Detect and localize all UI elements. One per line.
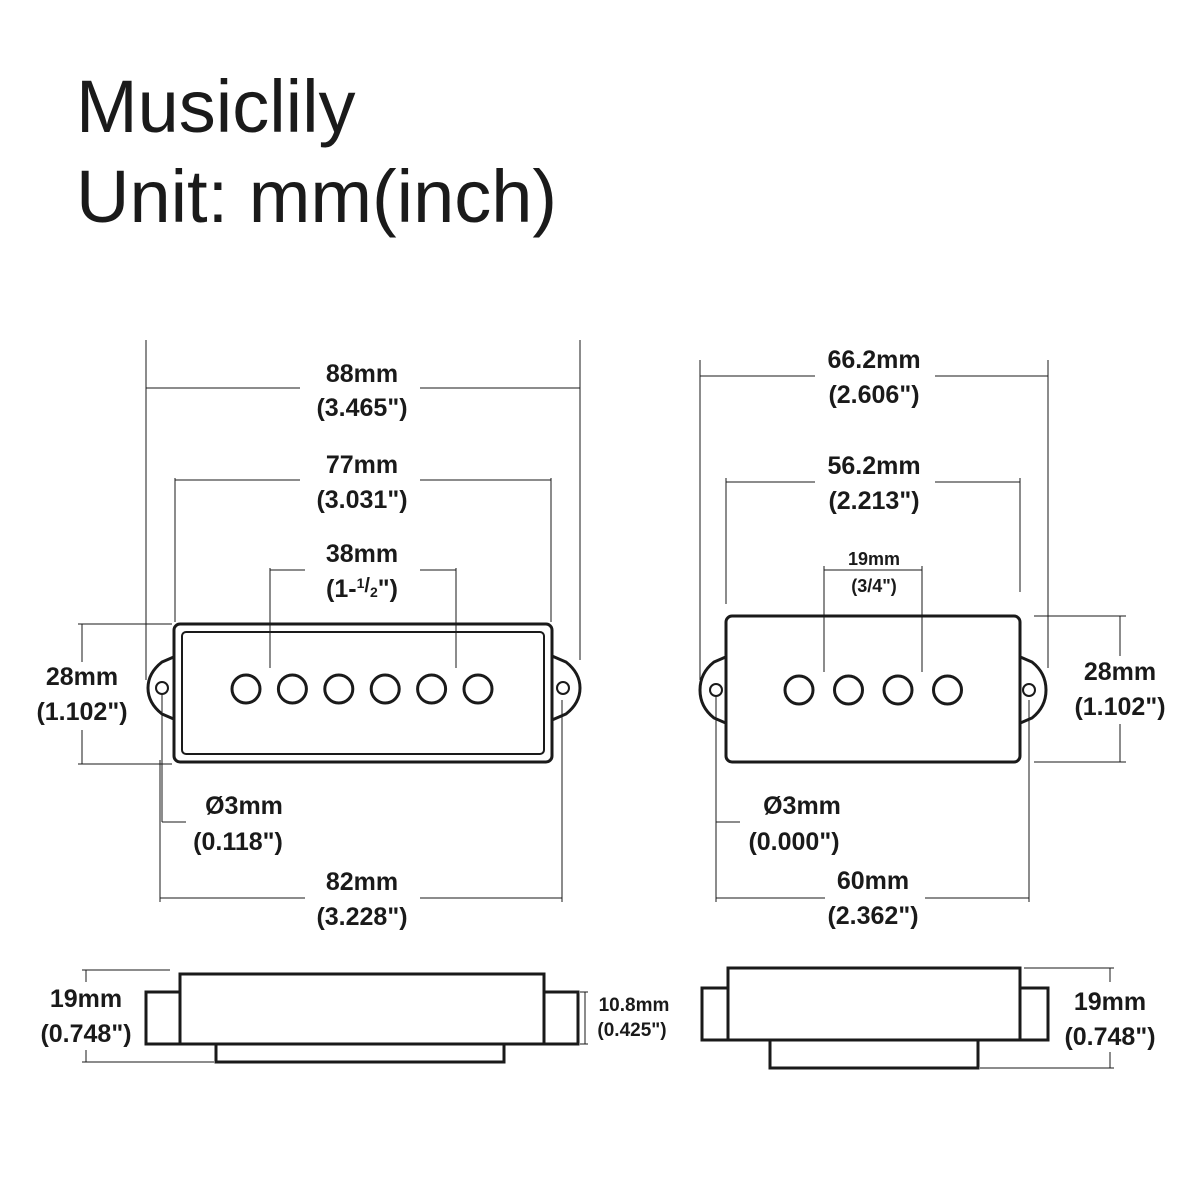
right-pickup-poles: [783, 674, 963, 706]
unit-label: Unit: mm(inch): [76, 155, 558, 238]
left-pickup-cover: [172, 622, 554, 764]
brand-title: Musiclily: [76, 65, 356, 148]
right-cover-width-mm: 56.2mm: [827, 452, 920, 480]
left-height-mm: 28mm: [46, 663, 118, 691]
left-side-cover: [178, 972, 546, 1046]
right-overall-width-mm: 66.2mm: [827, 346, 920, 374]
right-height-inch: (1.102"): [1074, 693, 1165, 721]
right-pole-span-inch: (3/4"): [851, 576, 897, 596]
right-mount-spacing-mm: 60mm: [837, 867, 909, 895]
left-pole-span-mm: 38mm: [326, 540, 398, 568]
left-pickup-pole-6: [462, 673, 494, 705]
right-side-tab-left: [700, 986, 730, 1042]
left-hole-inch: (0.118"): [193, 828, 283, 856]
left-pickup-pole-1: [230, 673, 262, 705]
right-height-mm: 28mm: [1084, 658, 1156, 686]
right-hole-mm: Ø3mm: [763, 792, 841, 820]
left-pickup-pole-5: [416, 673, 448, 705]
right-side-height-mm: 19mm: [1074, 988, 1146, 1016]
left-cover-width-inch: (3.031"): [316, 486, 407, 514]
left-side-tab-left: [144, 990, 182, 1046]
left-pickup-ear-left: [146, 653, 178, 723]
right-hole-inch: (0.000"): [748, 828, 839, 856]
left-side-base: [214, 1042, 506, 1064]
left-pickup-poles: [230, 673, 494, 705]
right-side-tab-right: [1018, 986, 1050, 1042]
left-hole-mm: Ø3mm: [205, 792, 283, 820]
right-side-base: [768, 1038, 980, 1070]
left-mount-spacing-inch: (3.228"): [316, 903, 407, 931]
right-pickup-top-view: 66.2mm (2.606") 56.2mm (2.213") 19mm (3/…: [698, 346, 1166, 930]
left-height-inch: (1.102"): [36, 698, 127, 726]
right-pickup-mount-hole-right: [1022, 683, 1036, 697]
left-side-tab-right: [542, 990, 580, 1046]
right-pickup-ear-left: [698, 653, 730, 727]
left-tab-height-mm: 10.8mm: [599, 995, 670, 1016]
left-pole-span-inch: (1-1/2"): [326, 575, 398, 603]
left-mount-spacing-mm: 82mm: [326, 868, 398, 896]
left-side-height-mm: 19mm: [50, 985, 122, 1013]
left-pickup-top-view: 88mm (3.465") 77mm (3.031") 38mm (1-1/2"…: [36, 340, 582, 931]
right-side-height-inch: (0.748"): [1064, 1023, 1155, 1051]
left-pickup-pole-3: [323, 673, 355, 705]
right-pickup-cover: [724, 614, 1022, 764]
right-overall-width-inch: (2.606"): [828, 381, 919, 409]
left-tab-height-inch: (0.425"): [597, 1020, 666, 1041]
right-cover-width-inch: (2.213"): [828, 487, 919, 515]
right-side-cover: [726, 966, 1022, 1042]
right-pickup-pole-4: [932, 674, 963, 706]
right-pole-span-mm: 19mm: [848, 549, 900, 569]
right-pickup-side-view: 19mm (0.748"): [700, 966, 1156, 1070]
right-pickup-pole-2: [833, 674, 864, 706]
left-overall-width-mm: 88mm: [326, 360, 398, 388]
right-pickup-pole-1: [783, 674, 815, 706]
right-pickup-ear-right: [1016, 653, 1048, 727]
right-mount-spacing-inch: (2.362"): [827, 902, 918, 930]
left-pickup-side-view: 19mm (0.748") 10.8mm (0.425"): [40, 969, 670, 1064]
left-pickup-cover-inner: [181, 631, 545, 755]
left-pickup-pole-2: [276, 673, 308, 705]
left-pickup-ear-right: [550, 653, 582, 723]
left-cover-width-mm: 77mm: [326, 451, 398, 479]
left-pickup-pole-4: [369, 673, 401, 705]
right-pickup-pole-3: [882, 674, 914, 706]
left-pickup-mount-hole-right: [556, 681, 570, 695]
left-overall-width-inch: (3.465"): [316, 394, 407, 422]
left-side-height-inch: (0.748"): [40, 1020, 131, 1048]
